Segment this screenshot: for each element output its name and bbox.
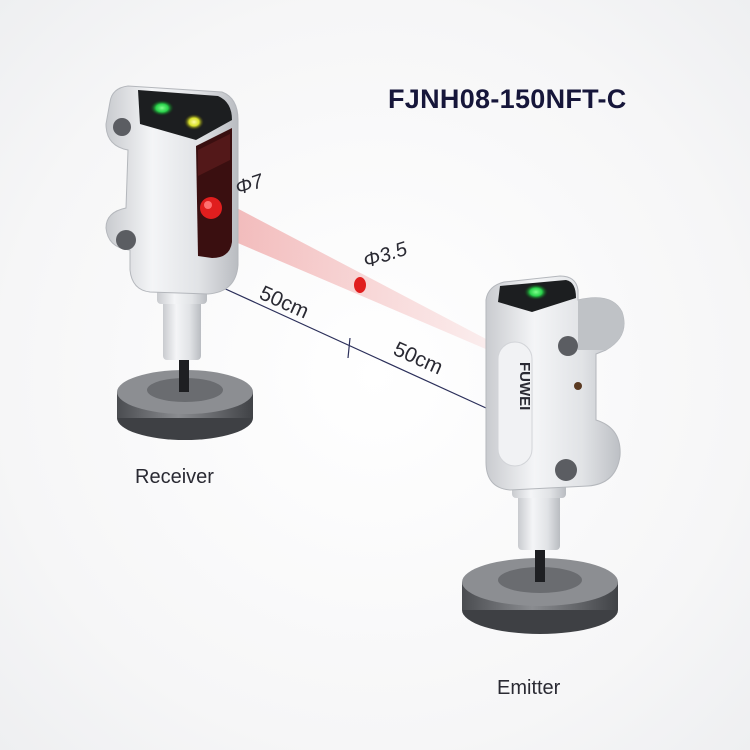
distance-right-label: 50cm [390,338,446,380]
product-model-title: FJNH08-150NFT-C [388,84,627,114]
distance-left-label: 50cm [256,282,312,324]
mid-beam-spot [354,277,366,293]
light-beam [212,195,488,350]
emitter-caption: Emitter [497,677,561,699]
emitter-sensor: FUWEI [462,275,625,634]
distance-line [207,280,487,409]
brand-logo: FUWEI [516,362,533,410]
distance-midmark [347,337,351,359]
mid-spot-label: Φ3.5 [361,238,411,273]
receiver-sensor [105,85,253,440]
receiver-caption: Receiver [135,466,214,488]
